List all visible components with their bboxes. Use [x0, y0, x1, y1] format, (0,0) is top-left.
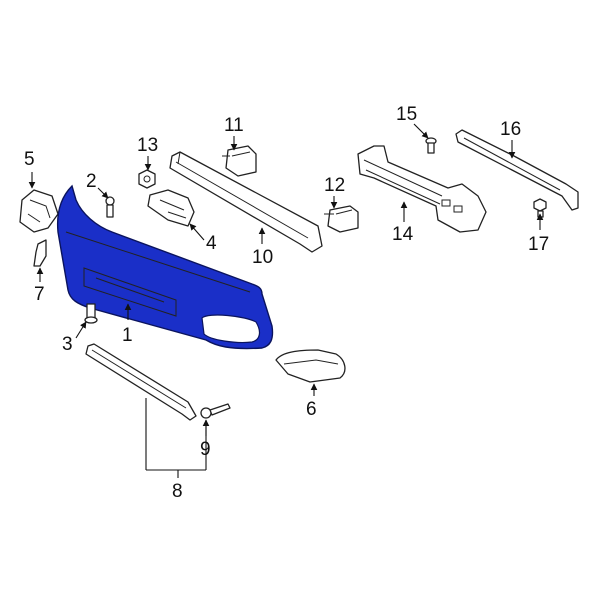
part-2-clip[interactable] [105, 196, 115, 218]
callout-9: 9 [200, 439, 211, 460]
callout-10: 10 [252, 247, 273, 268]
part-5-corner-bracket[interactable] [19, 189, 59, 233]
callout-11: 11 [224, 115, 244, 136]
part-10-impact-bar[interactable] [169, 151, 323, 253]
part-12-bracket[interactable] [324, 205, 359, 233]
callout-7: 7 [34, 284, 45, 305]
callout-17: 17 [528, 234, 549, 255]
callout-15: 15 [396, 104, 417, 125]
callout-1: 1 [122, 325, 133, 346]
part-15-clip[interactable] [425, 137, 437, 154]
callout-5: 5 [24, 149, 35, 170]
callout-16: 16 [500, 119, 521, 140]
part-8-lower-valance[interactable] [85, 343, 197, 421]
leader-lines [28, 123, 544, 478]
callout-2: 2 [86, 171, 97, 192]
callout-12: 12 [324, 175, 345, 196]
part-3-bolt[interactable] [84, 303, 98, 324]
part-16-upper-rail[interactable] [455, 129, 579, 211]
part-14-support-frame[interactable] [357, 145, 487, 233]
part-9-bolt[interactable] [200, 403, 231, 419]
part-11-bracket[interactable] [222, 145, 257, 177]
callout-8: 8 [172, 481, 183, 502]
part-1-bumper-cover[interactable] [56, 184, 274, 350]
part-13-nut[interactable] [138, 169, 156, 189]
part-7-retainer-bracket[interactable] [33, 239, 47, 267]
callout-6: 6 [306, 399, 317, 420]
part-6-fog-lamp-cover[interactable] [275, 349, 346, 383]
callout-labels: 1 2 3 4 5 6 7 8 9 10 11 12 13 14 15 16 1… [24, 104, 549, 502]
bumper-cover-shape [56, 184, 274, 350]
callout-14: 14 [392, 224, 414, 245]
part-4-mount-bracket[interactable] [147, 189, 195, 227]
callout-13: 13 [137, 135, 158, 156]
callout-3: 3 [62, 334, 73, 355]
callout-4: 4 [206, 233, 217, 254]
